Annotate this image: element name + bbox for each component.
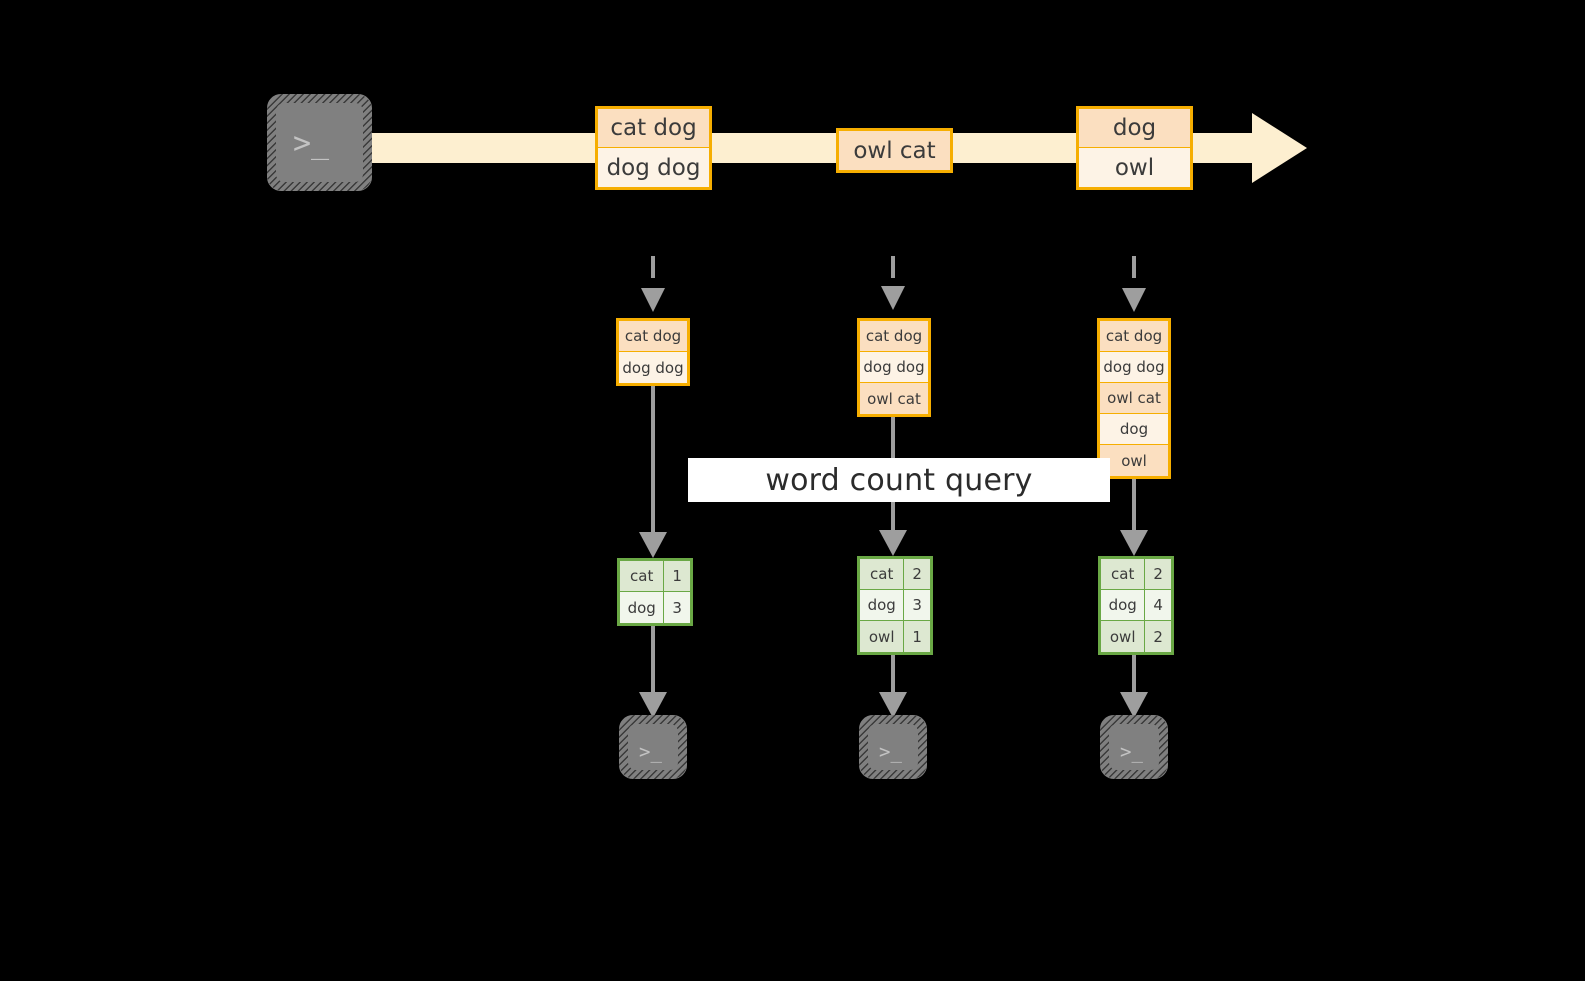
result-count: 2 [1153,565,1163,583]
table-row: owl 1 [860,621,930,652]
result-word: dog [620,592,665,623]
result-word: cat [1101,559,1146,589]
dashed-connectors [651,256,1136,292]
result-count: 3 [912,596,922,614]
result-table-2[interactable]: cat 2 dog 3 owl 1 [857,556,933,655]
query-label: word count query [765,462,1033,498]
snapshot-line: cat dog [860,321,928,352]
snapshot-line: dog [1100,414,1168,445]
snapshot-line: cat dog [1100,321,1168,352]
terminal-prompt-glyph: >_ [879,741,902,763]
terminal-body [628,724,678,770]
sink-terminal-icon-3[interactable]: >_ [1100,715,1168,779]
snapshot-line: dog dog [860,352,928,383]
dashed-arrowheads [641,286,1146,312]
result-count: 4 [1153,596,1163,614]
snapshot-line: cat dog [619,321,687,352]
result-count: 2 [912,565,922,583]
terminal-body [1109,724,1159,770]
snapshot-table-2[interactable]: cat dog dog dog owl cat [857,318,931,417]
source-terminal-icon[interactable]: >_ [267,94,372,191]
query-label-band: word count query [688,458,1110,502]
terminal-prompt-glyph: >_ [1120,741,1143,763]
result-table-1[interactable]: cat 1 dog 3 [617,558,693,626]
terminal-prompt-glyph: >_ [293,126,330,161]
table-row: cat 2 [1101,559,1171,590]
stream-line: owl cat [839,131,950,170]
snapshot-line: owl cat [860,383,928,414]
result-word: owl [860,621,905,652]
snapshot-table-3[interactable]: cat dog dog dog owl cat dog owl [1097,318,1171,479]
result-table-3[interactable]: cat 2 dog 4 owl 2 [1098,556,1174,655]
result-word: cat [860,559,905,589]
terminal-prompt-glyph: >_ [639,741,662,763]
table-row: dog 3 [620,592,690,623]
table-row: cat 1 [620,561,690,592]
stream-event-group-2[interactable]: owl cat [836,128,953,173]
query-arrowheads [639,530,1148,558]
stream-line: owl [1079,148,1190,187]
stream-line: dog dog [598,148,709,187]
stream-line: dog [1079,109,1190,148]
stream-event-group-1[interactable]: cat dog dog dog [595,106,712,190]
table-row: dog 3 [860,590,930,621]
snapshot-line: owl cat [1100,383,1168,414]
table-row: owl 2 [1101,621,1171,652]
result-word: dog [860,590,905,620]
result-word: owl [1101,621,1146,652]
terminal-body [276,103,363,182]
result-count: 3 [672,598,682,617]
table-row: cat 2 [860,559,930,590]
result-word: dog [1101,590,1146,620]
table-row: dog 4 [1101,590,1171,621]
sink-terminal-icon-1[interactable]: >_ [619,715,687,779]
stream-event-group-3[interactable]: dog owl [1076,106,1193,190]
snapshot-line: dog dog [1100,352,1168,383]
result-count: 1 [672,567,682,585]
snapshot-line: owl [1100,445,1168,476]
result-word: cat [620,561,665,591]
result-count: 1 [912,627,922,646]
sink-terminal-icon-2[interactable]: >_ [859,715,927,779]
stream-line: cat dog [598,109,709,148]
terminal-body [868,724,918,770]
snapshot-table-1[interactable]: cat dog dog dog [616,318,690,386]
snapshot-line: dog dog [619,352,687,383]
result-count: 2 [1153,627,1163,646]
